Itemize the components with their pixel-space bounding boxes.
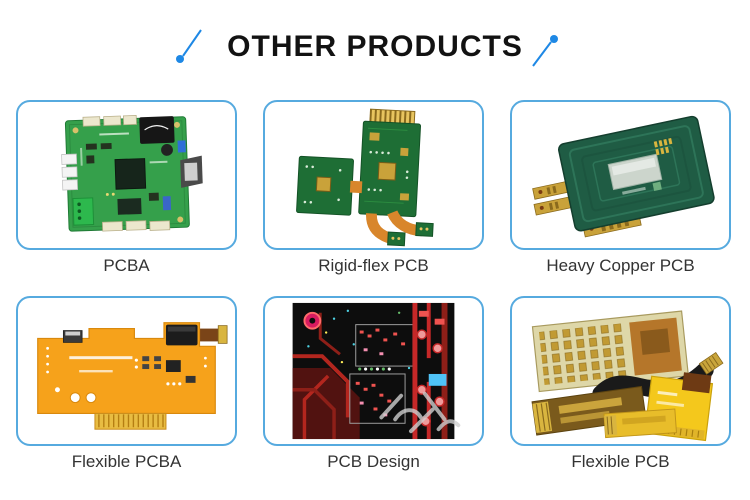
flexible-pcb-photo [531, 310, 724, 442]
section-title: OTHER PRODUCTS [227, 30, 523, 63]
product-label: Rigid-flex PCB [318, 256, 429, 275]
product-image-frame [16, 100, 237, 250]
product-label: PCBA [103, 256, 150, 275]
pcba-photo [61, 115, 203, 232]
product-image-frame [263, 100, 484, 250]
product-card-pcb-design[interactable]: PCB Design [263, 296, 484, 492]
rigid-flex-pcb-photo [296, 108, 434, 247]
product-image-frame [510, 296, 731, 446]
product-label: Flexible PCB [571, 452, 670, 471]
title-block: OTHER PRODUCTS [165, 18, 585, 76]
product-image-frame [16, 296, 237, 446]
product-image-frame [263, 296, 484, 446]
deco-dot-left [176, 55, 184, 63]
product-image-frame [510, 100, 731, 250]
product-label: Heavy Copper PCB [546, 256, 695, 275]
title-decoration-lines [176, 29, 569, 67]
heavy-copper-pcb-photo [532, 115, 715, 238]
product-card-heavy-copper-pcb[interactable]: Heavy Copper PCB [510, 100, 731, 296]
section-header: OTHER PRODUCTS [0, 18, 750, 76]
deco-dot-right [550, 35, 558, 43]
product-label: Flexible PCBA [71, 452, 182, 471]
product-card-flexible-pcba[interactable]: Flexible PCBA [16, 296, 237, 492]
product-card-pcba[interactable]: PCBA [16, 100, 237, 296]
product-grid: PCBA [16, 100, 731, 492]
pcb-design-photo [292, 302, 461, 440]
product-card-flexible-pcb[interactable]: Flexible PCB [510, 296, 731, 492]
product-label: PCB Design [327, 452, 420, 471]
flexible-pcba-photo [37, 322, 228, 430]
product-card-rigid-flex-pcb[interactable]: Rigid-flex PCB [263, 100, 484, 296]
